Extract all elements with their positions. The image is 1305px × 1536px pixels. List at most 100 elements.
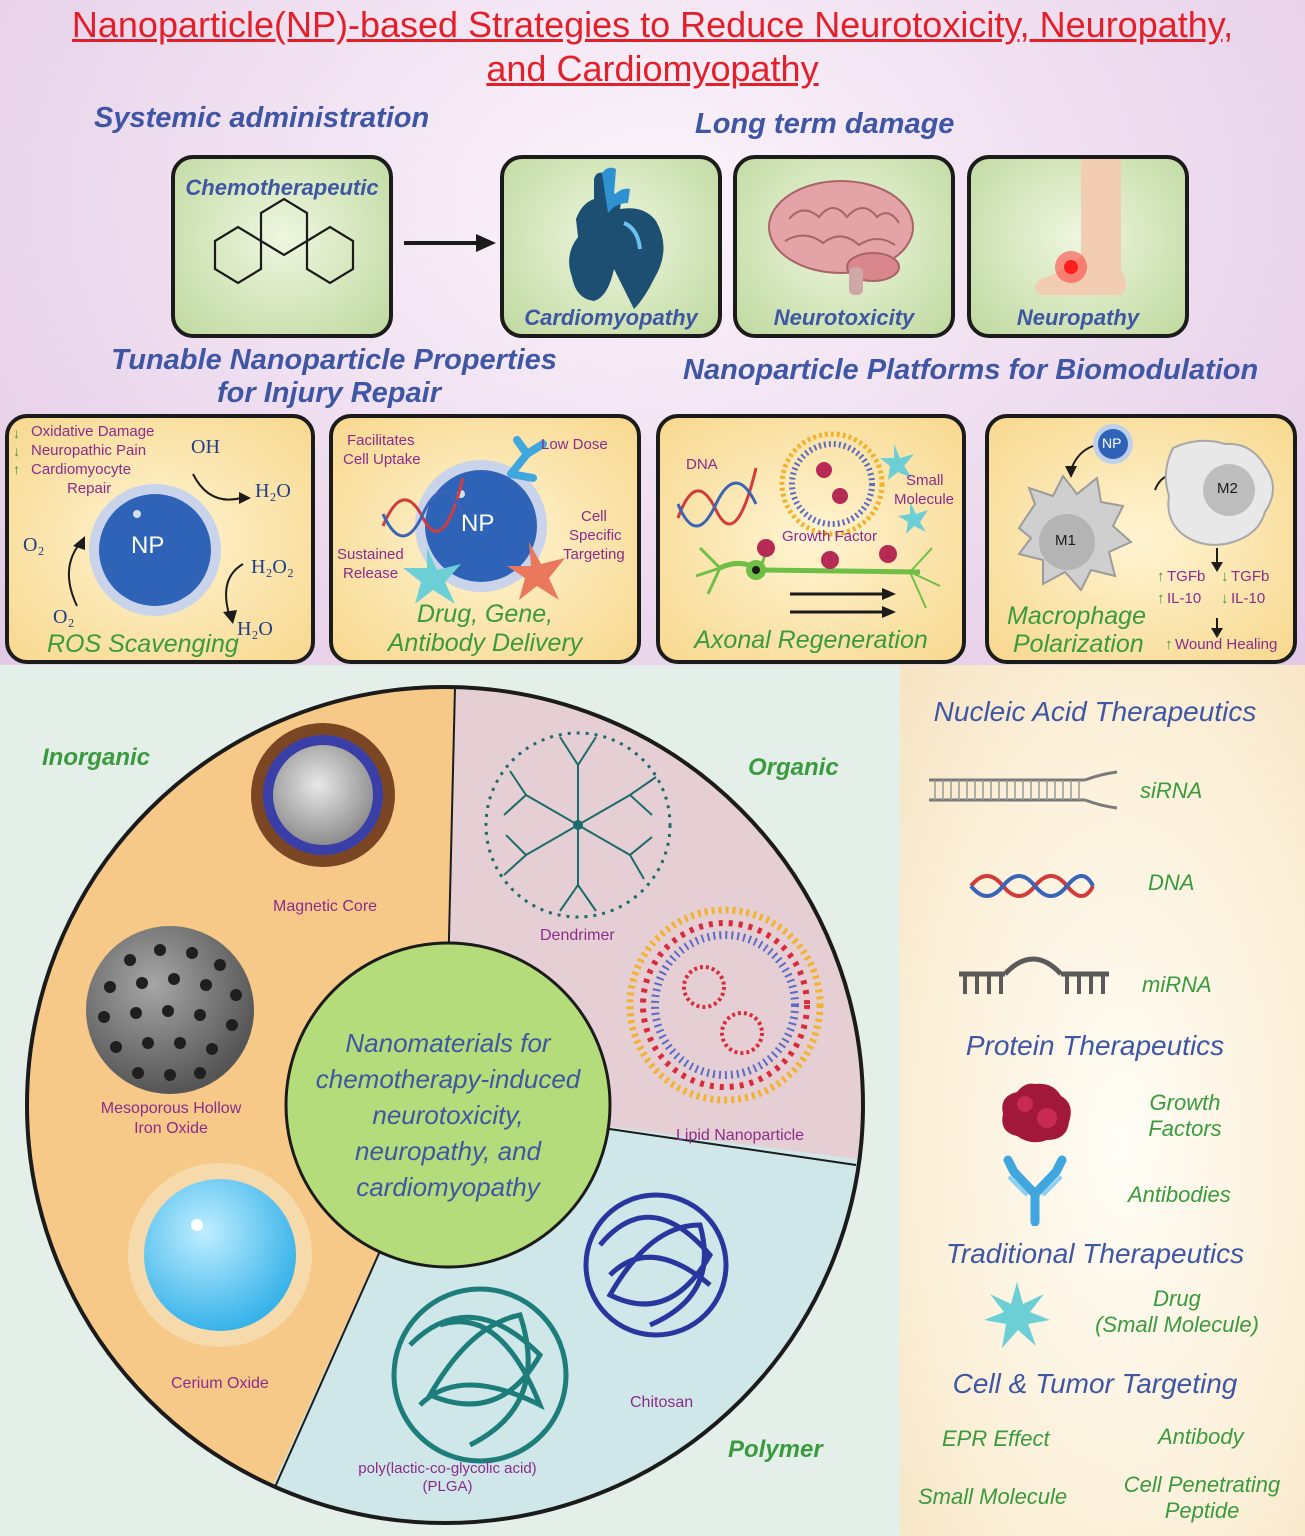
svg-text:↓: ↓ [13,443,20,459]
ros-scavenging-label: ROS Scavenging [47,630,239,658]
dendrimer-label: Dendrimer [540,927,615,944]
growth-factors-line1: Growth [1149,1090,1221,1115]
ros-o2-label: O₂ [23,534,45,556]
dna-label: DNA [1148,870,1195,895]
sirna-icon [929,770,1118,810]
systemic-heading: Systemic administration [94,102,430,134]
center-text-line2: chemotherapy-induced [315,1064,581,1094]
axonal-dna: DNA [686,456,718,473]
chitosan-icon [583,1192,729,1338]
antibodies-label: Antibodies [1128,1182,1231,1207]
drug-delivery-panel: Facilitates Cell Uptake Low Dose NP Cell… [329,414,641,664]
macrophage-panel: NP M1 M2 ↑ TGFb ↓ TGFb ↑ IL-10 ↓ IL-10 ↑… [985,414,1297,664]
macrophage-np-label: NP [1102,435,1122,451]
lipid-nanoparticle-label: Lipid Nanoparticle [676,1127,805,1144]
drug-specific: Specific [569,527,622,544]
foot-pain-icon [1035,159,1126,295]
traditional-heading: Traditional Therapeutics [945,1238,1245,1269]
dendrimer-icon [484,731,672,919]
plga-icon [391,1286,569,1464]
axonal-molecule: Molecule [894,491,955,508]
epr-effect-label: EPR Effect [942,1426,1050,1451]
antibody-targeting-label: Antibody [1158,1424,1244,1449]
svg-text:↓: ↓ [13,425,20,441]
ros-effect-cardiomyocyte: Cardiomyocyte [31,461,132,478]
hexagon-molecule-icon [213,197,355,285]
damage-heading: Long term damage [695,108,955,140]
ros-effect-pain: Neuropathic Pain [31,442,147,459]
drug-facilitates: Facilitates [347,432,415,449]
up-arrow-icon: ↑ [1165,636,1173,653]
ros-scavenging-panel: ↓ ↓ ↑ . Oxidative Damage Neuropathic Pai… [5,414,315,664]
ros-np-label: NP [131,532,165,559]
heart-icon [569,167,664,309]
macrophage-m2-label: M2 [1217,480,1238,497]
growth-factors-line2: Factors [1148,1116,1222,1141]
neuropathy-label: Neuropathy [1016,305,1140,330]
small-molecule-targeting-label: Small Molecule [918,1484,1068,1509]
macrophage-il10-up: IL-10 [1167,590,1202,607]
axonal-growth-factor: Growth Factor [782,528,878,545]
sirna-label: siRNA [1140,778,1203,803]
center-text-line5: cardiomyopathy [356,1172,540,1202]
macrophage-tgfb-down: TGFb [1231,568,1270,585]
plga-label-line2: (PLGA) [422,1478,473,1495]
up-arrow-icon: ↑ [1157,590,1165,607]
ros-effect-oxidative: Oxidative Damage [31,423,155,440]
center-text-line1: Nanomaterials for [345,1028,551,1058]
chitosan-label: Chitosan [630,1394,694,1411]
nanomaterials-circle [25,685,865,1525]
mesoporous-iron-oxide-icon [86,926,254,1094]
drug-np-label: NP [461,510,495,537]
axonal-regeneration-label: Axonal Regeneration [694,626,928,654]
macrophage-m1-label: M1 [1055,532,1076,549]
neurotoxicity-label: Neurotoxicity [773,305,915,330]
growth-factor-icon [1002,1083,1071,1143]
ros-h2o2-label: H₂O₂ [251,556,294,578]
plga-label-line1: poly(lactic-co-glycolic acid) [358,1460,537,1477]
magnetic-core-icon [251,723,395,867]
inorganic-label: Inorganic [42,744,151,771]
chemotherapeutic-card: Chemotherapeutic [171,155,393,338]
drug-label-line1: Drug, Gene, [416,600,554,628]
drug-delivery-diagram [381,436,565,604]
magnetic-core-label: Magnetic Core [273,898,378,915]
arrow-right-icon [404,234,496,252]
lipid-nanoparticle-icon [626,906,824,1104]
antibody-icon [1003,1155,1067,1226]
ros-oh-label: OH [191,436,220,458]
axonal-regeneration-panel: DNA Small Molecule Growth Factor Axonal … [656,414,966,664]
macrophage-label-line2: Polarization [1013,630,1144,658]
drug-label-line2: Antibody Delivery [387,629,583,657]
ros-o2-radical-label: O₂ [53,606,75,628]
macrophage-il10-down: IL-10 [1231,590,1266,607]
chemotherapeutic-label: Chemotherapeutic [185,175,379,200]
cerium-oxide-icon [128,1163,312,1347]
drug-cell: Cell [581,508,607,525]
polymer-label: Polymer [728,1436,823,1463]
axonal-small: Small [906,472,944,489]
macrophage-wound-healing: Wound Healing [1175,636,1278,653]
mirna-label: miRNA [1142,972,1212,997]
platforms-heading: Nanoparticle Platforms for Biomodulation [683,354,1259,386]
down-arrow-icon: ↓ [1221,568,1229,585]
ros-diagram: ↓ ↓ ↑ . [13,425,251,624]
figure-title-line2: and Cardiomyopathy [486,48,819,89]
axonal-diagram [676,431,941,618]
center-text-line4: neuropathy, and [355,1136,541,1166]
figure-title-line1: Nanoparticle(NP)-based Strategies to Red… [71,4,1234,45]
up-arrow-icon: ↑ [1157,568,1165,585]
neurotoxicity-card: Neurotoxicity [733,155,955,338]
drug-label-line1: Drug [1153,1286,1201,1311]
protein-heading: Protein Therapeutics [965,1030,1225,1061]
drug-low-dose: Low Dose [541,436,608,453]
drug-label-line2: (Small Molecule) [1095,1312,1259,1337]
dna-icon [969,874,1095,898]
brain-icon [768,180,914,295]
mirna-icon [959,956,1109,994]
cerium-oxide-label: Cerium Oxide [171,1375,269,1392]
nucleic-acid-heading: Nucleic Acid Therapeutics [933,696,1257,727]
mesoporous-label-line2: Iron Oxide [134,1120,208,1137]
macrophage-diagram [1017,424,1274,638]
ros-h2o-label-b: H₂O [237,618,273,640]
